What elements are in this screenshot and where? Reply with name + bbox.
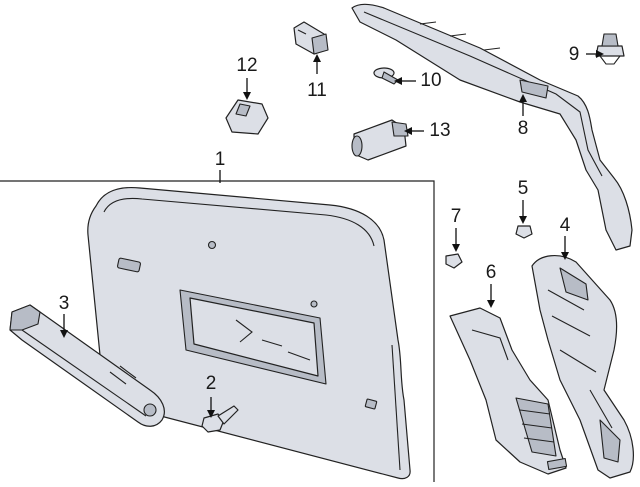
part-2-bolt[interactable] xyxy=(201,405,239,433)
callout-5: 5 xyxy=(518,178,529,199)
callout-1: 1 xyxy=(215,149,226,170)
callout-labels: 1 2 3 4 5 6 7 8 9 10 11 12 13 xyxy=(59,44,580,394)
callout-9: 9 xyxy=(569,44,580,65)
part-11-connector[interactable] xyxy=(293,21,329,55)
callout-7: 7 xyxy=(451,206,462,227)
part-6-bracket[interactable] xyxy=(449,307,568,475)
part-4-side-trim[interactable] xyxy=(531,255,634,479)
callout-2: 2 xyxy=(206,373,217,394)
callout-11: 11 xyxy=(307,80,327,101)
callout-8: 8 xyxy=(518,118,529,139)
part-9-clip[interactable] xyxy=(595,33,625,65)
callout-12: 12 xyxy=(236,55,257,76)
part-8-upper-rail[interactable] xyxy=(351,3,633,251)
callout-3: 3 xyxy=(59,293,70,314)
part-5-small-clip[interactable] xyxy=(515,225,533,239)
callout-4: 4 xyxy=(560,215,571,236)
leader-lines xyxy=(60,50,604,418)
part-1-liftgate-trim-panel[interactable] xyxy=(87,186,411,480)
callout-6: 6 xyxy=(486,262,497,283)
callout-13: 13 xyxy=(429,120,450,141)
part-3-handle-strip[interactable] xyxy=(9,304,165,427)
part-10-push-pin[interactable] xyxy=(373,67,399,85)
assembly-frame xyxy=(0,180,435,482)
callout-10: 10 xyxy=(420,70,441,91)
part-7-small-clip[interactable] xyxy=(445,253,463,269)
part-12-cover[interactable] xyxy=(225,99,269,135)
part-13-lamp-socket[interactable] xyxy=(351,119,409,161)
